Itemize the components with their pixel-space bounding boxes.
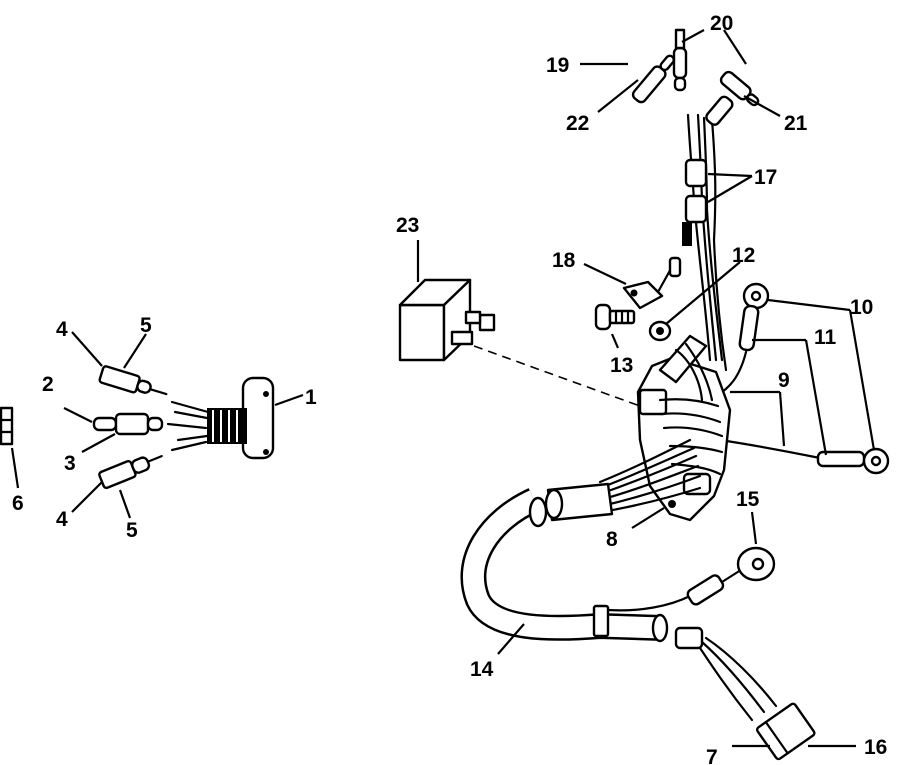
part-23-relay: [398, 278, 641, 407]
part-13-screw: [594, 303, 636, 331]
part-2-3-terminal: [92, 412, 164, 436]
part-17-wire-clamps: [682, 158, 708, 246]
callout-20: 20: [710, 12, 733, 35]
upper-wire-bundle: [686, 113, 728, 372]
callout-8: 8: [606, 528, 618, 551]
part-18-bracket: [622, 256, 682, 310]
callout-3: 3: [64, 452, 76, 475]
part-4-5-lower-terminal: [98, 454, 163, 490]
callout-17: 17: [754, 166, 777, 189]
callout-15: 15: [736, 488, 760, 511]
part-9-10-11-lower-terminal: [718, 438, 890, 475]
callout-14: 14: [470, 658, 494, 681]
part-19-22-connector: [631, 54, 676, 104]
part-6-nut: [0, 406, 14, 446]
callout-21: 21: [784, 112, 808, 135]
callout-23: 23: [396, 214, 419, 237]
callout-16: 16: [864, 736, 887, 759]
part-14-harness-sleeve: [460, 482, 669, 643]
callout-4-lower: 4: [56, 508, 68, 531]
harness-sleeve-bundle: [598, 438, 702, 514]
callout-9: 9: [778, 369, 790, 392]
callout-5-lower: 5: [126, 519, 138, 542]
callout-5-upper: 5: [140, 314, 152, 337]
callout-12: 12: [732, 244, 755, 267]
part-1-grommet-connector: [166, 376, 275, 460]
leader-lines: [10, 29, 876, 748]
part-20-connectors: [672, 28, 760, 107]
callout-22: 22: [566, 112, 589, 135]
callout-2: 2: [42, 373, 54, 396]
part-7-16-connector: [674, 626, 816, 761]
callout-6: 6: [12, 492, 24, 515]
part-15-ring-terminal: [606, 546, 776, 612]
part-21-terminal: [705, 95, 734, 126]
callout-1: 1: [305, 386, 317, 409]
callout-13: 13: [610, 354, 633, 377]
callout-7: 7: [706, 746, 718, 765]
part-12-nut: [648, 320, 672, 342]
callout-4-upper: 4: [56, 318, 68, 341]
callout-19: 19: [546, 54, 569, 77]
callout-10: 10: [850, 296, 873, 319]
callout-11: 11: [814, 326, 837, 349]
part-4-5-upper-terminal: [98, 365, 168, 396]
callout-18: 18: [552, 249, 576, 272]
